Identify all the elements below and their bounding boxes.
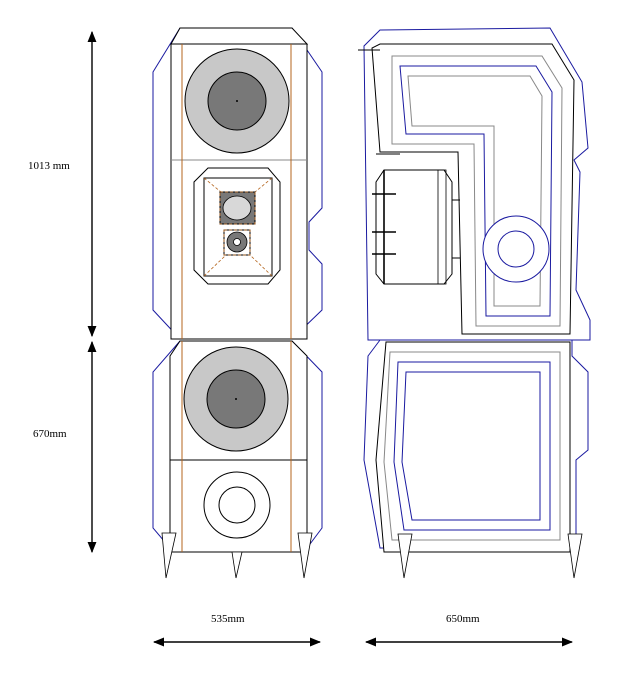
side-horn-module	[375, 169, 453, 285]
mid-driver-dashed	[219, 191, 256, 225]
side-spike-left	[397, 533, 413, 579]
side-horn-mount-lines	[372, 170, 396, 284]
side-lower-path-inner	[401, 371, 541, 521]
side-lower-body	[375, 341, 571, 553]
lower-woofer-center	[235, 398, 237, 400]
front-upper-blue-edge	[152, 27, 323, 340]
front-spikes	[161, 532, 313, 579]
front-view	[152, 27, 323, 579]
tweeter-dome	[233, 238, 241, 246]
horn-orange-guides	[203, 177, 273, 277]
horn-module-outer	[193, 167, 281, 285]
spike-left	[161, 532, 177, 579]
side-horn-back	[437, 169, 447, 285]
side-view	[358, 27, 591, 579]
bass-port-inner	[218, 486, 256, 524]
side-upper-path-blue	[399, 65, 553, 317]
upper-height-label: 1013 mm	[28, 160, 70, 172]
front-width-label: 535mm	[211, 613, 245, 625]
spike-middle	[231, 551, 243, 579]
front-upper-top-cap	[170, 27, 309, 45]
spike-right	[297, 532, 313, 579]
side-spikes	[397, 533, 583, 579]
dimension-lines	[87, 30, 574, 647]
side-lower-path-blue	[393, 361, 551, 531]
side-upper-blue-edge	[363, 27, 591, 341]
side-spike-right	[567, 533, 583, 579]
side-port-inner	[497, 230, 535, 268]
tweeter-dashed	[223, 229, 251, 256]
side-lower-blue-edge	[363, 339, 589, 549]
upper-woofer-center	[236, 100, 238, 102]
mid-driver-dome	[222, 195, 252, 221]
side-upper-path-inner	[407, 75, 543, 307]
side-lower-path-grey	[383, 351, 561, 541]
side-upper-path-grey	[391, 55, 563, 327]
lower-height-label: 670mm	[33, 428, 67, 440]
side-depth-label: 650mm	[446, 613, 480, 625]
